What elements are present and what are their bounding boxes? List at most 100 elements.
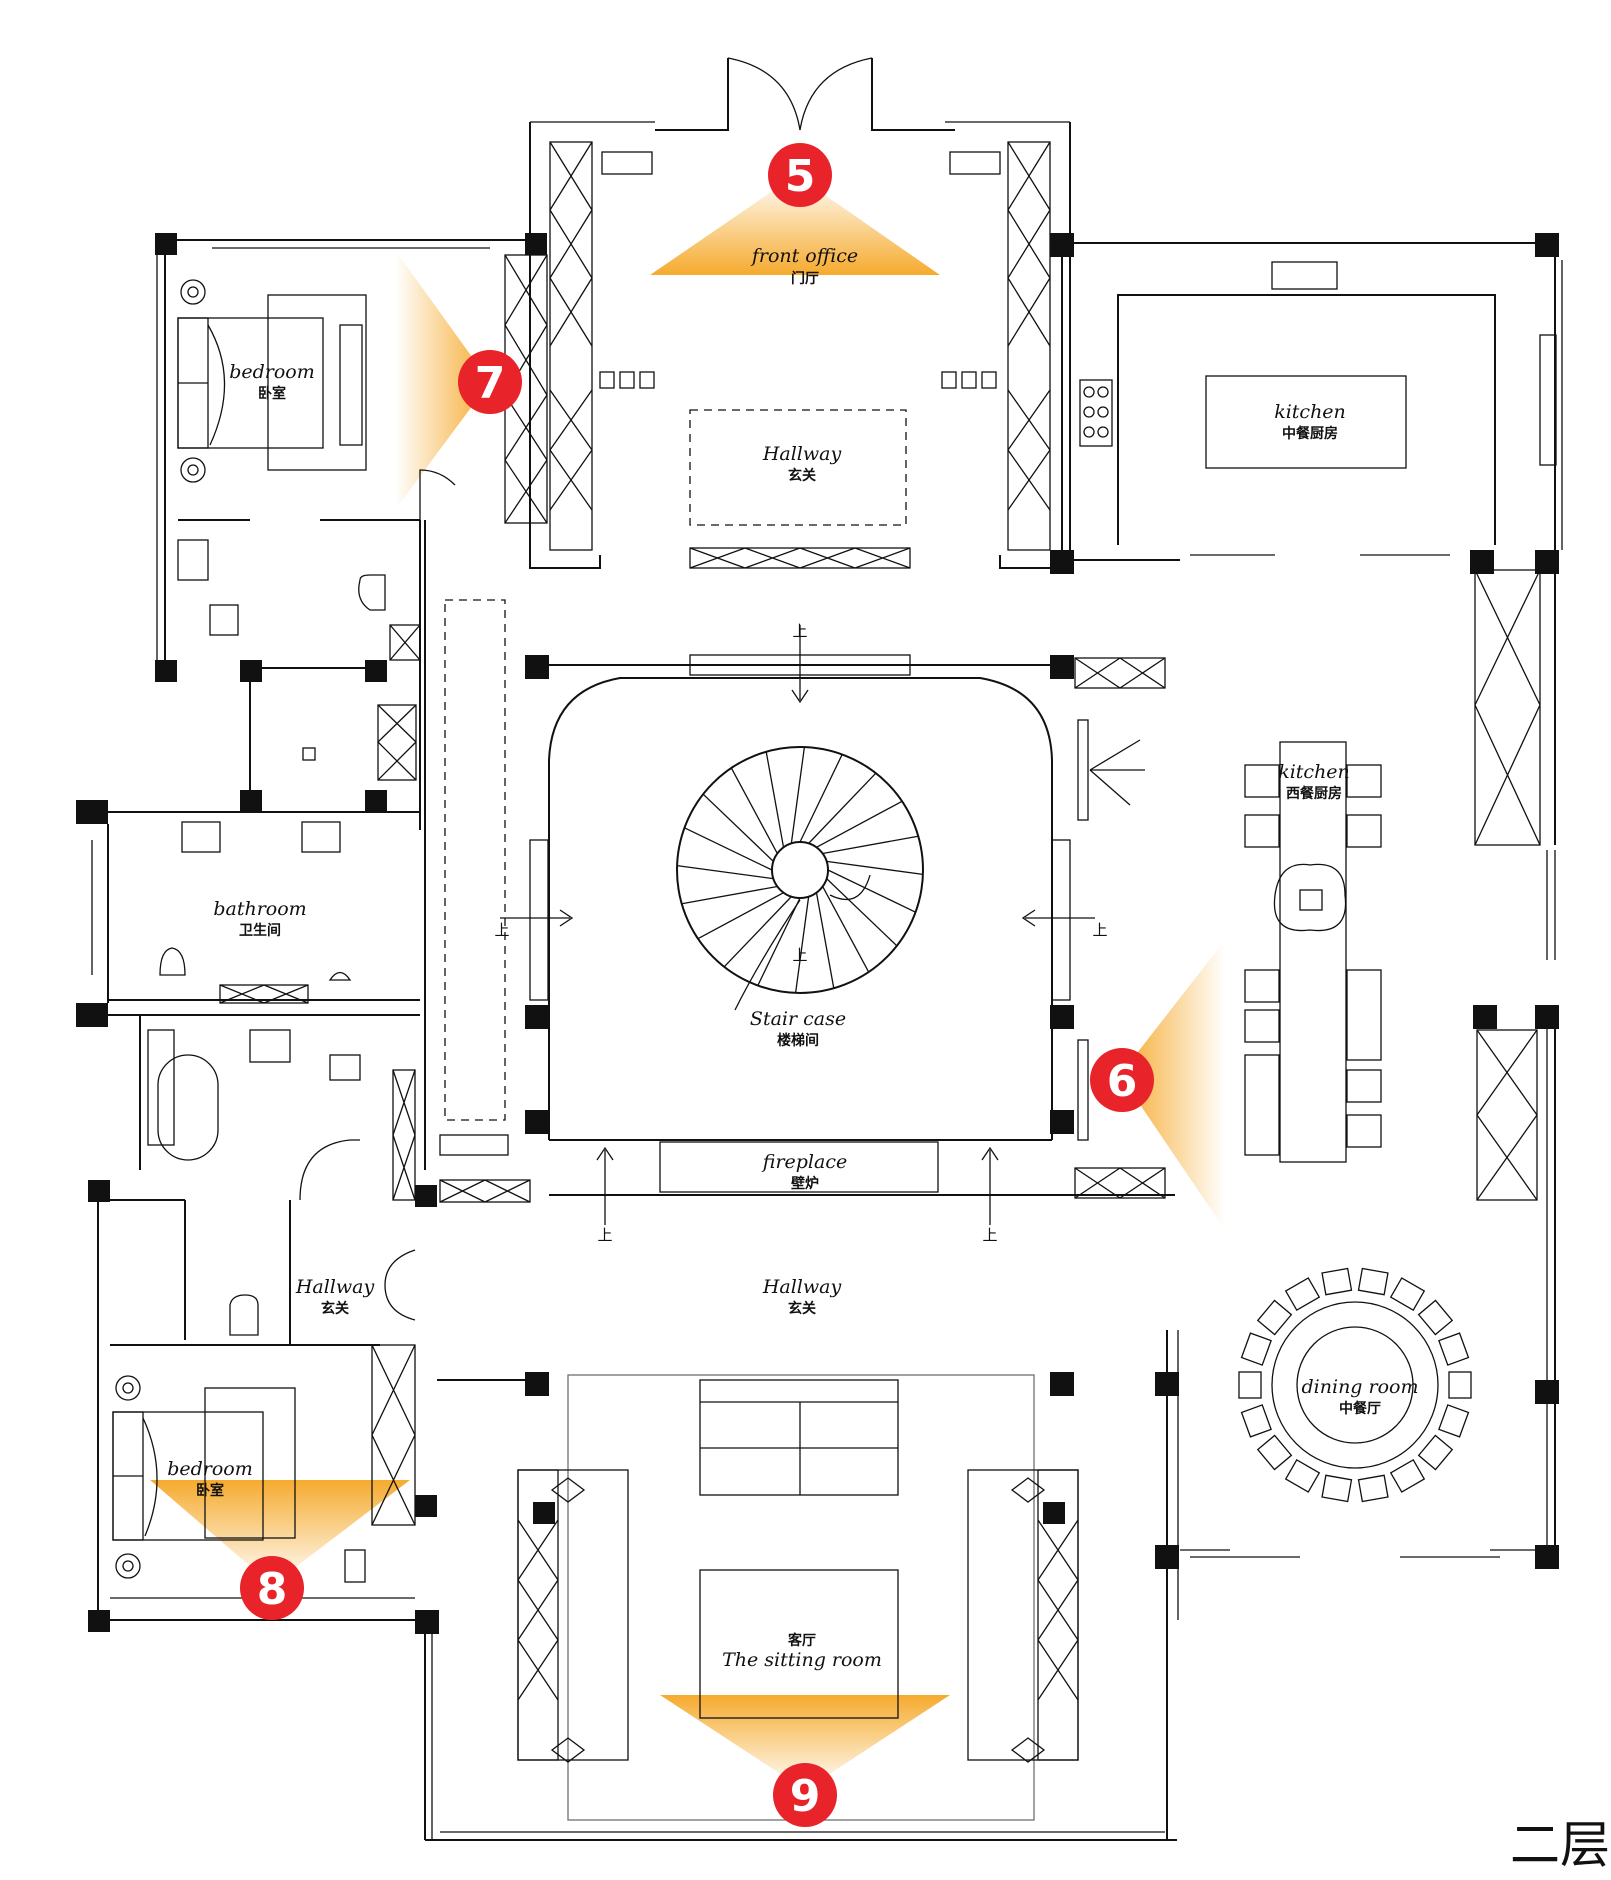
stair-tread (681, 885, 778, 905)
kitchen-cn-label: kitchen (1274, 401, 1346, 423)
front-office-label-cn: 门厅 (791, 270, 819, 287)
stair-direction-labels: 上 上 上 上 上 上 (494, 622, 1107, 1244)
shower-room-walls (240, 660, 417, 812)
left-corridor (415, 520, 531, 1207)
dining-chair (1321, 1267, 1353, 1296)
floor-label: 二层 (1510, 1816, 1610, 1874)
hallway-left-label-cn: 玄关 (321, 1300, 349, 1317)
stair-tread (723, 896, 792, 968)
fireplace-label-cn: 壁炉 (791, 1175, 819, 1192)
stair-tread (816, 800, 903, 848)
front-office-walls (529, 122, 1071, 569)
up-label-right: 上 (1092, 921, 1107, 939)
view-cone-7 (395, 250, 490, 510)
dining-chair (1389, 1277, 1426, 1311)
marker-9-number: 9 (790, 1771, 821, 1822)
left-lower-walls (88, 1015, 437, 1632)
bedroom-top-walls (155, 233, 548, 830)
viewpoint-marker-7: 7 (458, 350, 522, 414)
dining-chair (1438, 1332, 1470, 1366)
sitting-room-label: The sitting room (722, 1649, 882, 1671)
up-label-bottom-left: 上 (597, 1226, 612, 1244)
dining-chair (1389, 1459, 1426, 1493)
bedroom-bottom-label: bedroom (167, 1458, 253, 1480)
stair-tread (822, 886, 870, 973)
viewpoint-marker-5: 5 (768, 143, 832, 207)
hallway-mid-label-cn: 玄关 (788, 1300, 816, 1317)
hallway-top-label-cn: 玄关 (788, 467, 816, 484)
dining-chair (1438, 1404, 1470, 1438)
stair-tread (730, 767, 778, 854)
staircase-hall (500, 625, 1175, 1225)
dining-chair (1284, 1277, 1321, 1311)
dining-chair (1256, 1299, 1293, 1336)
viewpoint-marker-9: 9 (773, 1763, 837, 1827)
stair-tread (684, 827, 773, 871)
staircase-label: Stair case (750, 1008, 846, 1030)
up-label-left: 上 (494, 921, 509, 939)
room-labels: front office 门厅 bedroom 卧室 Hallway 玄关 ki… (167, 245, 1418, 1671)
kitchen-west-label: kitchen (1278, 761, 1350, 783)
dining-chair (1417, 1299, 1454, 1336)
dining-room-label: dining room (1302, 1376, 1419, 1398)
stair-tread (808, 772, 877, 844)
stair-tread (676, 864, 774, 880)
bedroom-top-label: bedroom (229, 361, 315, 383)
dining-chair (1448, 1371, 1472, 1399)
stair-tread (826, 878, 898, 947)
dining-chair (1417, 1434, 1454, 1471)
dining-chair (1256, 1434, 1293, 1471)
dining-chair (1284, 1459, 1321, 1493)
marker-6-number: 6 (1107, 1056, 1138, 1107)
marker-8-number: 8 (257, 1564, 288, 1615)
hallway-mid-label: Hallway (762, 1276, 842, 1298)
stair-tread (815, 892, 835, 989)
stair-tread (799, 754, 843, 843)
viewpoint-marker-8: 8 (240, 1556, 304, 1620)
dining-chair (1238, 1371, 1262, 1399)
staircase-label-cn: 楼梯间 (777, 1032, 819, 1049)
bedroom-top-label-cn: 卧室 (258, 385, 286, 402)
bathroom-label: bathroom (213, 898, 306, 920)
hallway-top-label: Hallway (762, 443, 842, 465)
hallway-left-label: Hallway (295, 1276, 375, 1298)
dining-chair (1357, 1267, 1389, 1296)
stair-tread (794, 896, 810, 994)
dining-chair (1321, 1474, 1353, 1503)
bedroom-bottom-label-cn: 卧室 (196, 1482, 224, 1499)
sitting-room-label-cn: 客厅 (787, 1632, 816, 1649)
kitchen-cn-label-cn: 中餐厨房 (1282, 425, 1338, 442)
stair-tread (790, 746, 806, 844)
marker-5-number: 5 (785, 151, 816, 202)
dining-chair (1357, 1474, 1389, 1503)
sitting-room-walls (415, 1330, 1179, 1841)
dining-room-label-cn: 中餐厅 (1339, 1400, 1381, 1417)
stair-tread (702, 793, 774, 862)
bathroom-label-cn: 卫生间 (239, 922, 281, 939)
up-label-bottom-right: 上 (982, 1226, 997, 1244)
up-label-stair: 上 (792, 946, 807, 964)
view-cone-9 (660, 1695, 950, 1790)
stair-tread (757, 897, 801, 986)
view-cone-5 (650, 175, 940, 275)
view-cone-6 (1120, 940, 1225, 1230)
fireplace-label: fireplace (761, 1151, 847, 1173)
view-cone-8 (150, 1480, 410, 1585)
bathroom-walls (76, 800, 420, 1027)
marker-7-number: 7 (475, 358, 506, 409)
kitchen-top-walls (1050, 233, 1563, 574)
front-office-label: front office (750, 245, 858, 267)
dining-chair (1240, 1332, 1272, 1366)
viewpoint-marker-6: 6 (1090, 1048, 1154, 1112)
up-label-top: 上 (792, 622, 807, 640)
stair-tread (826, 860, 924, 876)
dining-chair (1240, 1404, 1272, 1438)
entrance-doors (530, 57, 1070, 131)
stair-tread (697, 892, 784, 940)
stair-tread (827, 869, 916, 913)
stair-tread (822, 835, 919, 855)
right-side-walls (1155, 569, 1559, 1569)
stair-tread (765, 751, 785, 848)
kitchen-west-label-cn: 西餐厨房 (1286, 785, 1342, 802)
